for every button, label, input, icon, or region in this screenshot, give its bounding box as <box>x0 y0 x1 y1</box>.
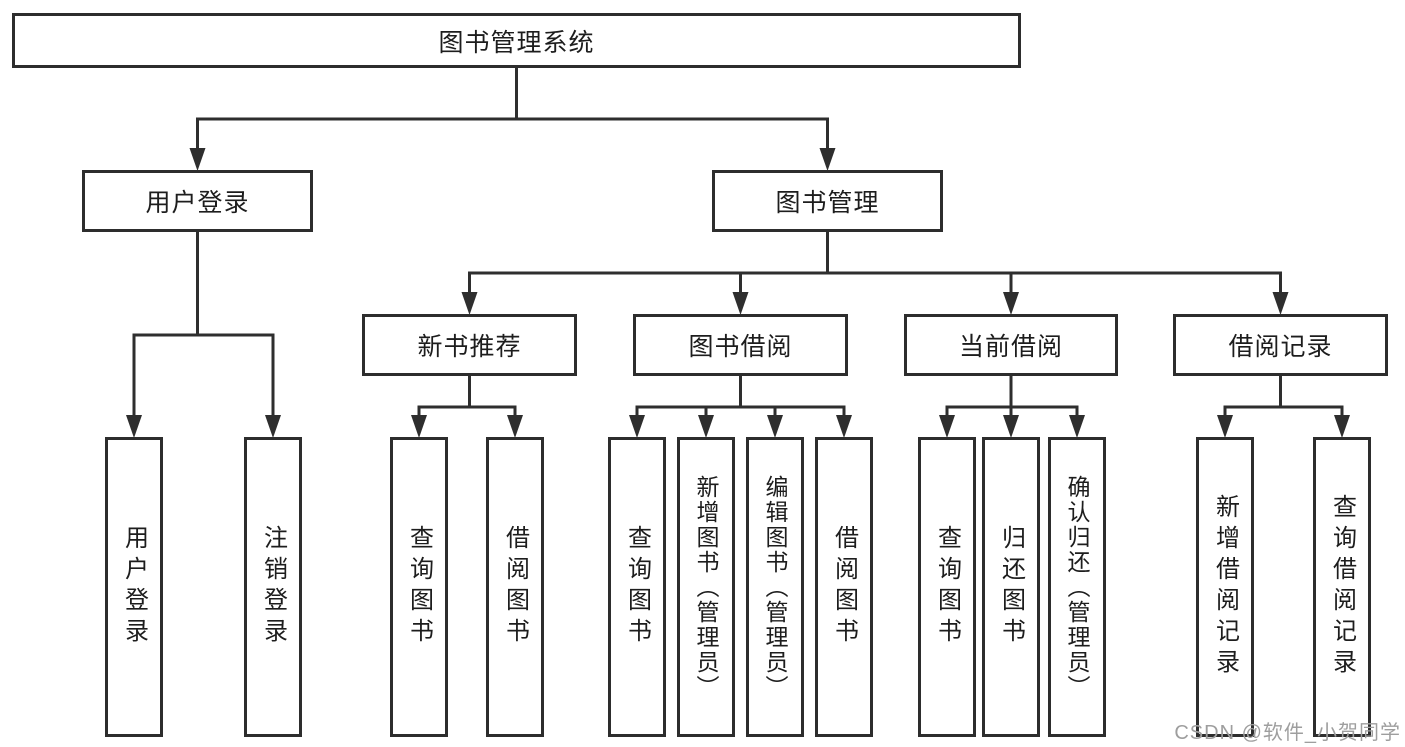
node-label: 查询图书 <box>405 525 433 649</box>
node-leaf-user-login: 用户登录 <box>105 437 163 737</box>
node-current-borrow: 当前借阅 <box>904 314 1118 376</box>
node-label: 注销登录 <box>259 525 287 649</box>
watermark-text: CSDN @软件_小贺同学 <box>1174 722 1401 744</box>
node-label: 用户登录 <box>120 525 148 649</box>
node-leaf-br-add: 新增借阅记录 <box>1196 437 1254 737</box>
node-label: 图书管理 <box>775 189 880 217</box>
node-label: 借阅记录 <box>1228 333 1333 361</box>
node-label: 新增借阅记录 <box>1211 494 1239 680</box>
node-label: 当前借阅 <box>958 333 1063 361</box>
node-label: 查询借阅记录 <box>1328 494 1356 680</box>
node-new-books: 新书推荐 <box>362 314 577 376</box>
node-book-mgmt: 图书管理 <box>712 170 943 232</box>
node-label: 查询图书 <box>933 525 961 649</box>
node-user-login: 用户登录 <box>82 170 313 232</box>
node-leaf-bb-edit: 编辑图书（管理员） <box>746 437 804 737</box>
node-label: 图书借阅 <box>688 333 793 361</box>
node-leaf-bb-add: 新增图书（管理员） <box>677 437 735 737</box>
node-leaf-cb-query: 查询图书 <box>918 437 976 737</box>
node-label: 用户登录 <box>145 189 250 217</box>
node-leaf-nb-borrow: 借阅图书 <box>486 437 544 737</box>
node-label: 借阅图书 <box>501 525 529 649</box>
node-leaf-nb-query: 查询图书 <box>390 437 448 737</box>
node-book-borrow: 图书借阅 <box>633 314 848 376</box>
node-label: 确认归还（管理员） <box>1064 474 1090 700</box>
node-label: 归还图书 <box>997 525 1025 649</box>
node-leaf-cb-confirm: 确认归还（管理员） <box>1048 437 1106 737</box>
node-leaf-logout: 注销登录 <box>244 437 302 737</box>
node-leaf-bb-query: 查询图书 <box>608 437 666 737</box>
node-leaf-bb-borrow: 借阅图书 <box>815 437 873 737</box>
node-borrow-records: 借阅记录 <box>1173 314 1388 376</box>
node-leaf-br-query: 查询借阅记录 <box>1313 437 1371 737</box>
node-label: 编辑图书（管理员） <box>762 474 788 700</box>
node-label: 借阅图书 <box>830 525 858 649</box>
node-leaf-cb-return: 归还图书 <box>982 437 1040 737</box>
node-label: 图书管理系统 <box>438 28 595 57</box>
node-label: 查询图书 <box>623 525 651 649</box>
node-label: 新增图书（管理员） <box>693 474 719 700</box>
node-root: 图书管理系统 <box>12 13 1021 68</box>
node-label: 新书推荐 <box>417 333 522 361</box>
